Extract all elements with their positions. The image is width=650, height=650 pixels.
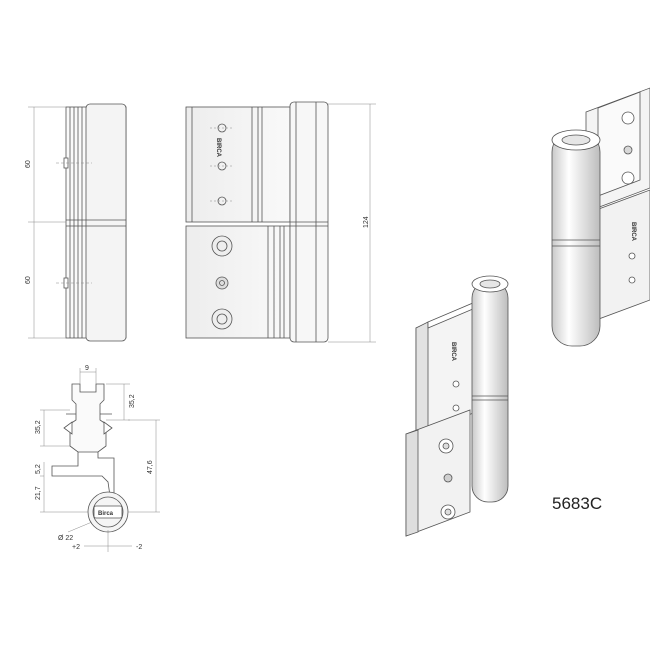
dim-offset-small: 5,2 (35, 464, 42, 474)
side-view (185, 101, 376, 343)
dim-left-height: 35,2 (35, 420, 42, 434)
side-view-brand-label: BIRCA (215, 138, 221, 158)
dim-right-height: 35,2 (129, 394, 136, 408)
dim-front-lower: 60 (25, 276, 32, 284)
isometric-hinge-view (405, 275, 509, 537)
dim-overall-depth: 47,6 (147, 460, 154, 474)
seal-brand-label: Birca (98, 511, 114, 517)
closeup-brand-label: BIRCA (630, 222, 636, 242)
closeup-hinge-view (551, 87, 650, 347)
dim-pin-diameter: Ø 22 (58, 535, 73, 542)
product-code: 5683C (552, 494, 603, 513)
dim-front-upper: 60 (25, 160, 32, 168)
dim-side-total: 124 (363, 216, 370, 228)
dim-adjust-plus: +2 (72, 544, 80, 551)
dim-top-width: 9 (85, 365, 89, 372)
iso-brand-label: BIRCA (450, 342, 456, 362)
plan-section-view (40, 368, 160, 552)
front-view (28, 103, 127, 342)
dim-adjust-minus: -2 (136, 544, 142, 551)
dim-offset-lower: 21,7 (35, 486, 42, 500)
